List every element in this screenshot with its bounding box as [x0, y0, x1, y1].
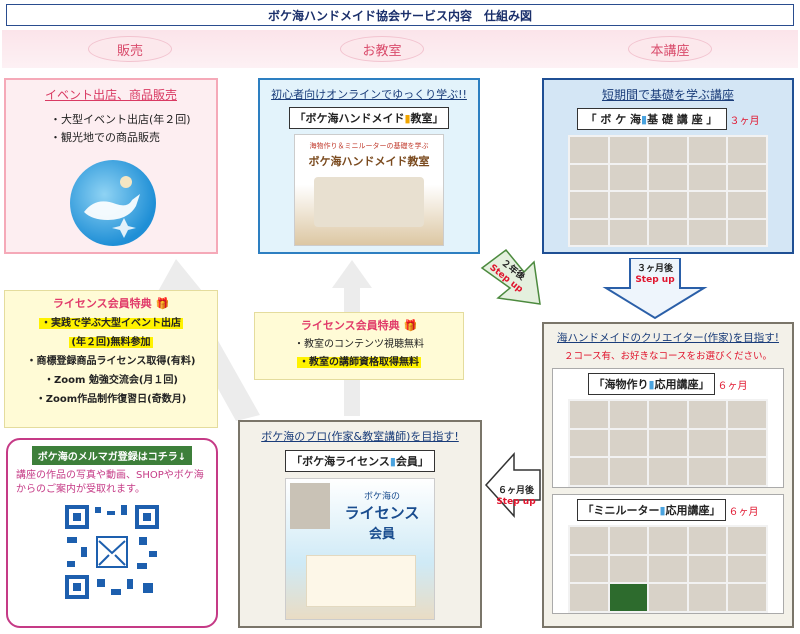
step-arrow-6m — [484, 452, 541, 518]
sales-title: イベント出店、商品販売 — [44, 88, 177, 102]
book-icon: ▮ — [659, 504, 666, 517]
course-router-label: 「ミニルーター — [582, 504, 660, 517]
step-6m-text: ６ヶ月後 — [497, 486, 534, 496]
online-tag-end: 教室」 — [410, 112, 444, 125]
diagram-title: ボケ海ハンドメイド協会サービス内容 仕組み図 — [6, 4, 794, 26]
category-main-course: 本講座 — [628, 36, 712, 62]
course-sea-label: 「海物作り — [593, 378, 649, 391]
course-router-tag: 「ミニルーター▮応用講座」 — [577, 499, 726, 521]
course-router-photos — [568, 525, 768, 613]
qr-code-icon — [63, 503, 161, 601]
mail-body: 講座の作品の写真や動画、SHOPやボケ海からのご案内が受取れます。 — [16, 470, 204, 495]
license1-line: ・Zoom 勉強交流会(月１回) — [43, 375, 179, 386]
qr-code[interactable] — [63, 503, 161, 601]
gift-icon: 🎁 — [155, 297, 170, 310]
sea-logo — [70, 160, 156, 246]
course-box-sea: 「海物作り▮応用講座」 ６ヶ月 — [552, 368, 784, 488]
license2-line: ・教室の講師資格取得無料 — [297, 357, 421, 368]
course-sea-tag: 「海物作り▮応用講座」 — [588, 373, 715, 395]
license1-line: ・商標登録商品ライセンス取得(有料) — [26, 356, 196, 367]
online-poster-sub: 海物作り＆ミニルーターの基礎を学ぶ — [309, 142, 429, 150]
book-icon: ▮ — [389, 455, 396, 468]
creator-panel: 海ハンドメイドのクリエイター(作家)を目指す! ２コース有、お好きなコースをお選… — [542, 322, 794, 628]
online-classroom-panel: 初心者向けオンラインでゆっくり学ぶ!! 「ボケ海ハンドメイド▮教室」 海物作り＆… — [258, 78, 480, 254]
basic-course-panel: 短期間で基礎を学ぶ講座 「 ボ ケ 海▮基 礎 講 座 」 ３ヶ月 — [542, 78, 794, 254]
pro-poster: ボケ海の ライセンス 会員 — [285, 478, 435, 620]
license1-line: ・実践で学ぶ大型イベント出店 — [39, 318, 183, 329]
basic-photo-grid — [568, 135, 768, 247]
online-poster-photo — [314, 177, 424, 227]
pro-poster-photo — [290, 483, 330, 529]
step-3m-stepup: Step up — [635, 275, 675, 285]
course-router-end: 応用講座」 — [665, 504, 721, 517]
license1-line: ・Zoom作品制作復習日(奇数月) — [35, 394, 187, 405]
creator-title: 海ハンドメイドのクリエイター(作家)を目指す! — [557, 332, 779, 344]
license-benefits-classroom: ライセンス会員特典 🎁 ・教室のコンテンツ視聴無料 ・教室の講師資格取得無料 — [254, 312, 464, 380]
online-tag-label: 「ボケ海ハンドメイド — [294, 112, 405, 125]
course-sea-photos — [568, 399, 768, 487]
pro-poster-top: ボケ海の — [363, 492, 400, 502]
basic-duration: ３ヶ月 — [729, 115, 760, 127]
online-poster: 海物作り＆ミニルーターの基礎を学ぶ ボケ海ハンドメイド教室 — [294, 134, 444, 246]
pro-poster-mid: ライセンス — [344, 504, 420, 522]
license2-title: ライセンス会員特典 🎁 — [259, 317, 459, 333]
online-course-tag: 「ボケ海ハンドメイド▮教室」 — [289, 107, 449, 129]
sales-item: ・観光地での商品販売 — [50, 131, 160, 144]
step-arrow-2y — [480, 248, 541, 305]
course-box-router: 「ミニルーター▮応用講座」 ６ヶ月 — [552, 494, 784, 614]
category-classroom: お教室 — [340, 36, 424, 62]
pro-tag-end: 会員」 — [395, 455, 429, 468]
pro-tag-label: 「ボケ海ライセンス — [291, 455, 390, 468]
license1-title-text: ライセンス会員特典 — [52, 297, 152, 310]
mail-magazine-box: ボケ海のメルマガ登録はコチラ↓ 講座の作品の写真や動画、SHOPやボケ海からのご… — [6, 438, 218, 628]
pro-license-panel: ボケ海のプロ(作家&教室講師)を目指す! 「ボケ海ライセンス▮会員」 ボケ海の … — [238, 420, 482, 628]
creator-subtitle: ２コース有、お好きなコースをお選びください。 — [563, 351, 773, 362]
step-label-3m: ３ヶ月後 Step up — [626, 264, 684, 286]
step-arrow-3m — [602, 258, 708, 320]
course-sea-end: 応用講座」 — [654, 378, 710, 391]
gift-icon: 🎁 — [403, 319, 418, 332]
category-sales: 販売 — [88, 36, 172, 62]
course-sea-duration: ６ヶ月 — [717, 380, 748, 392]
basic-course-tag: 「 ボ ケ 海▮基 礎 講 座 」 — [576, 108, 727, 130]
book-icon: ▮ — [641, 113, 648, 126]
pro-poster-list — [306, 555, 416, 607]
online-title: 初心者向けオンラインでゆっくり学ぶ!! — [271, 88, 467, 101]
whale-icon — [84, 176, 140, 238]
basic-title: 短期間で基礎を学ぶ講座 — [601, 88, 734, 102]
basic-tag-label: 「 ボ ケ 海 — [585, 113, 642, 126]
pro-poster-bot: 会員 — [368, 527, 395, 542]
license2-line: ・教室のコンテンツ視聴無料 — [294, 339, 424, 350]
course-router-duration: ６ヶ月 — [728, 506, 759, 518]
license2-title-text: ライセンス会員特典 — [300, 319, 400, 332]
license1-line: (年２回)無料参加 — [69, 337, 153, 348]
step-3m-text: ３ヶ月後 — [636, 264, 673, 274]
online-poster-title: ボケ海ハンドメイド教室 — [308, 155, 430, 168]
pro-course-tag: 「ボケ海ライセンス▮会員」 — [285, 450, 435, 472]
pro-title: ボケ海のプロ(作家&教室講師)を目指す! — [261, 430, 459, 443]
sales-panel: イベント出店、商品販売 ・大型イベント出店(年２回) ・観光地での商品販売 — [4, 78, 218, 254]
license1-title: ライセンス会員特典 🎁 — [9, 295, 213, 311]
basic-tag-end: 基 礎 講 座 」 — [647, 113, 718, 126]
step-6m-stepup: Step up — [496, 497, 536, 507]
sales-item: ・大型イベント出店(年２回) — [50, 113, 191, 126]
mail-title: ボケ海のメルマガ登録はコチラ↓ — [31, 446, 193, 465]
book-icon: ▮ — [404, 112, 411, 125]
step-label-6m: ６ヶ月後 Step up — [492, 486, 540, 508]
license-benefits-main: ライセンス会員特典 🎁 ・実践で学ぶ大型イベント出店 (年２回)無料参加 ・商標… — [4, 290, 218, 428]
book-icon: ▮ — [648, 378, 655, 391]
